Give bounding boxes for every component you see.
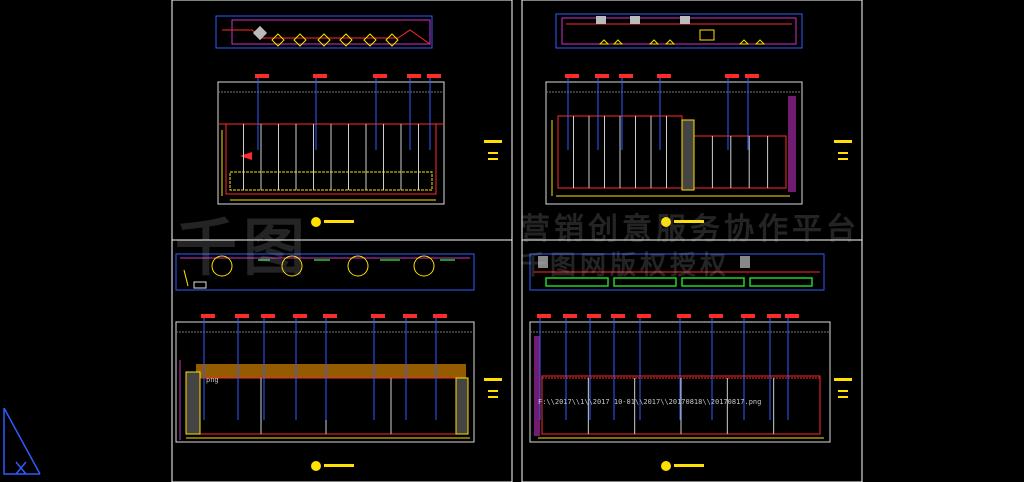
- elevation-top-right: [545, 81, 803, 205]
- plan-strip-top-left: [215, 15, 433, 49]
- title-mark-top-left: [311, 217, 354, 227]
- dimension-tag: [565, 74, 579, 78]
- dimension-tag: [433, 314, 447, 318]
- dimension-tag: [637, 314, 651, 318]
- dimension-tag: [201, 314, 215, 318]
- dimension-tag: [427, 74, 441, 78]
- dimension-tags-top-left: [255, 74, 441, 150]
- dimension-tag: [595, 74, 609, 78]
- dimension-tags-bottom-left: [201, 314, 447, 420]
- dimension-tag: [619, 74, 633, 78]
- dimension-tag: [677, 314, 691, 318]
- ucs-axis-icon: [3, 407, 41, 475]
- plan-strip-top-right: [555, 13, 803, 49]
- dimension-tag: [767, 314, 781, 318]
- dimension-tag: [745, 74, 759, 78]
- dimension-tag: [313, 74, 327, 78]
- dimension-tag: [611, 314, 625, 318]
- sheet-frames: [171, 0, 863, 482]
- dimension-tags-top-right: [565, 74, 759, 150]
- plan-strip-bottom-right: [529, 253, 825, 291]
- dimension-tag: [293, 314, 307, 318]
- title-mark-bottom-left: [311, 461, 354, 471]
- title-mark-top-right: [661, 217, 704, 227]
- dimension-tag: [261, 314, 275, 318]
- elevation-columns-bottom-right: [587, 378, 775, 434]
- drawing-stub-label: png: [206, 376, 219, 384]
- dimension-tag: [373, 74, 387, 78]
- dimension-tag: [709, 314, 723, 318]
- title-mark-bottom-right: [661, 461, 704, 471]
- plan-strip-bottom-left: [175, 253, 475, 291]
- elevation-bottom-left: [175, 321, 475, 443]
- dimension-tag: [563, 314, 577, 318]
- dimension-tag: [403, 314, 417, 318]
- sheet-frame-bottom-left: [171, 239, 513, 482]
- dimension-tags-bottom-right: [537, 314, 799, 420]
- dimension-tag: [235, 314, 249, 318]
- dimension-tag: [323, 314, 337, 318]
- sheet-frame-bottom-right: [521, 239, 863, 482]
- legend-bottom-right: [834, 378, 852, 398]
- dimension-tag: [587, 314, 601, 318]
- dimension-tag: [537, 314, 551, 318]
- legend-top-left: [484, 140, 502, 160]
- drawing-file-path-label: F:\\2017\\1\\2017 10-01\\2017\\20170818\…: [538, 398, 762, 406]
- dimension-tag: [407, 74, 421, 78]
- elevation-columns-top-left: [243, 124, 419, 190]
- dimension-tag: [741, 314, 755, 318]
- elevation-columns-top-right: [573, 116, 769, 188]
- dimension-tag: [725, 74, 739, 78]
- dimension-tag: [255, 74, 269, 78]
- dimension-tag: [371, 314, 385, 318]
- legend-bottom-left: [484, 378, 502, 398]
- legend-top-right: [834, 140, 852, 160]
- dimension-tag: [657, 74, 671, 78]
- dimension-tag: [785, 314, 799, 318]
